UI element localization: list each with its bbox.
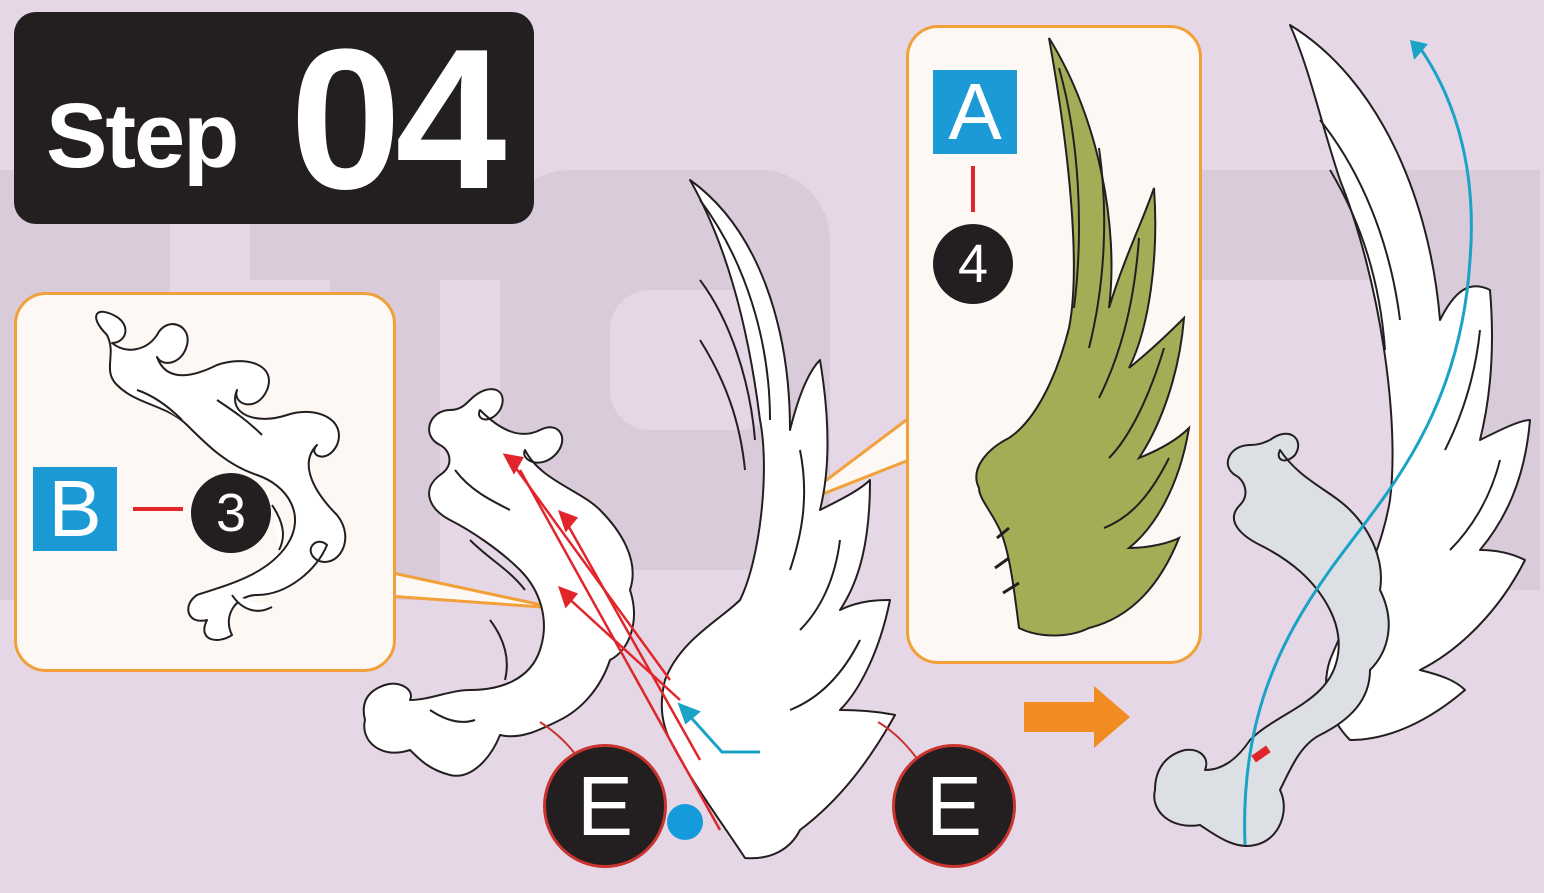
result-flourish-icon	[1154, 434, 1388, 846]
result-wing-icon	[1290, 25, 1530, 740]
